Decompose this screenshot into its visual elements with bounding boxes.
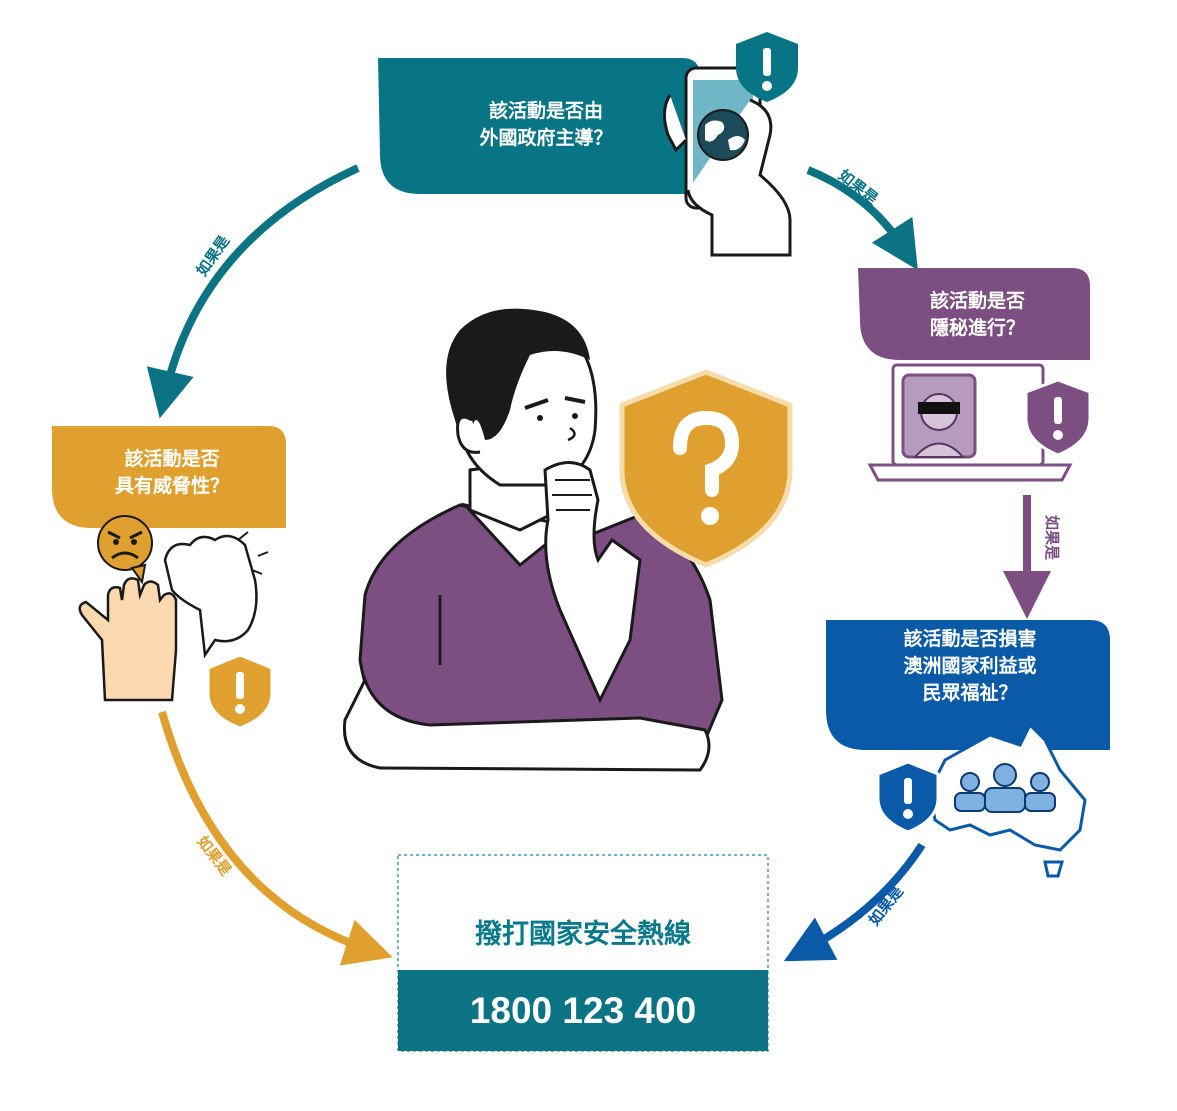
phone-hand-icon bbox=[663, 66, 792, 257]
bubble-harmful bbox=[826, 620, 1110, 750]
thinking-person bbox=[342, 308, 724, 772]
warning-shield-icon bbox=[1024, 378, 1092, 457]
question-harmful: 該活動是否損害 澳洲國家利益或 民眾福祉？ bbox=[903, 628, 1037, 704]
hotline-title: 撥打國家安全熱線 bbox=[475, 919, 691, 950]
people-icon bbox=[954, 763, 1056, 813]
bubble-foreign-directed bbox=[378, 58, 700, 194]
question-foreign-directed: 該活動是否由 外國政府主導？ bbox=[479, 100, 613, 149]
yes-label-right: 如果是 bbox=[1043, 514, 1062, 561]
question-covert: 該活動是否 隱秘進行？ bbox=[929, 290, 1025, 339]
arrow-top-right bbox=[806, 166, 918, 271]
angry-face-icon bbox=[97, 515, 153, 585]
laptop-icon bbox=[867, 363, 1073, 482]
arrow-bottom-left bbox=[158, 710, 393, 966]
hotline-box bbox=[397, 854, 769, 1052]
warning-shield-icon bbox=[206, 653, 274, 730]
warning-shield-icon bbox=[736, 32, 798, 102]
fist-icon bbox=[163, 531, 269, 659]
raised-hand-icon bbox=[78, 577, 178, 702]
question-shield-icon bbox=[619, 369, 793, 568]
warning-shield-icon bbox=[876, 760, 940, 834]
bubble-threatening bbox=[52, 426, 286, 528]
arrow-bottom-right bbox=[783, 842, 926, 962]
question-threatening: 該活動是否 具有威脅性？ bbox=[114, 448, 229, 497]
bubble-covert bbox=[858, 268, 1090, 360]
arrow-top-left bbox=[146, 164, 360, 419]
hotline-number: 1800 123 400 bbox=[469, 990, 697, 1031]
